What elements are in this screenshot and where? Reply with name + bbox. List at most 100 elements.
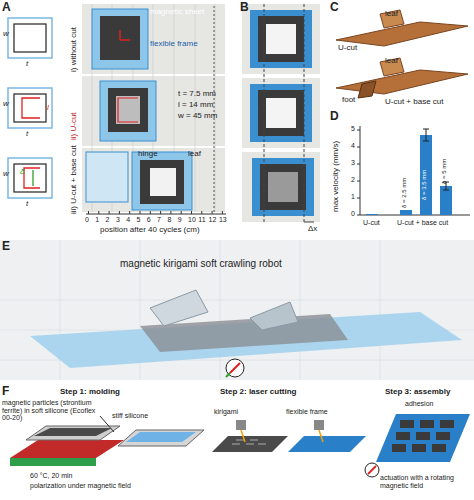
grid-lines xyxy=(0,240,474,380)
figure-label: 10 xyxy=(188,216,196,224)
figure-label: stiff silicone xyxy=(112,412,148,420)
photo-group xyxy=(82,4,226,214)
axis-arrow xyxy=(120,30,130,40)
schematic-group xyxy=(8,18,52,198)
stiff-layer xyxy=(126,432,196,442)
leaf-cutout xyxy=(150,168,176,196)
laser-beam xyxy=(319,430,323,442)
y-ticks xyxy=(357,130,360,215)
u-cut-line xyxy=(22,98,40,118)
bar xyxy=(400,210,412,215)
figure-label: t xyxy=(26,130,28,139)
photo-background xyxy=(82,76,225,146)
frame-outline xyxy=(8,158,52,198)
base-cut-line xyxy=(32,170,33,186)
figure-label: w xyxy=(3,30,9,39)
magnetic-sheet xyxy=(108,88,148,132)
panel-heading: F xyxy=(2,385,9,398)
rotating-field-icon xyxy=(226,359,244,377)
figure-label: w = 45 mm xyxy=(178,112,217,121)
magnetic-sheet xyxy=(100,16,140,60)
magnetic-layer xyxy=(34,428,112,436)
figure-label: Δx xyxy=(308,225,317,234)
y-axis xyxy=(360,126,361,215)
figure-label: δ xyxy=(20,168,24,177)
foot-sketch xyxy=(358,81,376,98)
figure-label: hinge xyxy=(138,150,158,159)
figure-label: actuation with a rotating magnetic field xyxy=(380,474,474,489)
kirigami-grid xyxy=(392,420,454,452)
sheet-outline xyxy=(14,164,46,192)
u-cut-line xyxy=(24,168,40,188)
error-bar xyxy=(423,129,429,141)
figure-label: polarization under magnetic field xyxy=(30,482,131,490)
sheet-window xyxy=(266,24,296,54)
figure-label: 8 xyxy=(167,216,171,224)
leaf-cutout xyxy=(116,96,140,124)
figure-label: 0 xyxy=(85,216,89,224)
magnetic-sheet xyxy=(260,164,306,210)
panel-heading: E xyxy=(2,240,10,253)
magnetic-sheet xyxy=(258,90,304,136)
axis-ticks xyxy=(89,211,223,214)
figure-label: t = 7.5 mm xyxy=(178,90,216,99)
figure-label: 7 xyxy=(157,216,161,224)
sheet-window xyxy=(268,172,298,202)
panel-heading: Step 1: molding xyxy=(60,388,120,397)
panel-b-photos xyxy=(242,4,320,224)
figure-label: magnetic sheet xyxy=(150,8,204,17)
bar-chart xyxy=(357,126,470,215)
bar xyxy=(366,214,378,215)
figure-label: 13 xyxy=(219,216,227,224)
figure-label: t xyxy=(26,60,28,69)
photo-background xyxy=(82,148,225,212)
bar xyxy=(420,135,432,215)
leaf-sketch xyxy=(380,58,404,76)
figure-label: i) without cut xyxy=(70,27,79,72)
figure-label: ii) U-cut xyxy=(70,112,79,140)
figure-label: 60 °C, 20 min xyxy=(30,472,73,480)
flexible-frame xyxy=(252,158,314,216)
leader-line xyxy=(100,416,114,432)
magnet-red xyxy=(10,440,124,458)
sheet-sketch xyxy=(336,22,468,46)
rotating-field-icon xyxy=(365,463,379,477)
dimension-line xyxy=(304,222,314,223)
mold-layer xyxy=(26,426,120,440)
magnetic-sheet xyxy=(258,16,304,62)
figure-label: adhesion xyxy=(405,400,433,408)
panel-heading: Step 2: laser cutting xyxy=(220,388,296,397)
panel-heading: Step 3: assembly xyxy=(385,388,450,397)
flexible-frame xyxy=(92,9,148,69)
figure-label: 1 xyxy=(351,193,355,201)
magnet-arrow xyxy=(226,373,230,377)
figure-label: 11 xyxy=(198,216,205,224)
figure-label: 2 xyxy=(106,216,110,224)
figure-label: l xyxy=(47,104,49,113)
mold-layer xyxy=(118,430,204,446)
magnetic-sheet xyxy=(140,160,184,204)
flexible-frame xyxy=(100,81,156,141)
raised-leaf xyxy=(150,290,208,326)
figure-label: δ = 5 mm xyxy=(441,159,448,184)
figure-label: 9 xyxy=(178,216,182,224)
figure-label: U-cut xyxy=(338,44,357,53)
sheet-outline xyxy=(14,24,46,52)
figure-label: w xyxy=(3,170,9,179)
photo-background xyxy=(242,4,320,74)
magnet-arrow xyxy=(368,466,376,474)
photo-background xyxy=(82,4,225,74)
figure-label: leaf xyxy=(385,10,398,19)
flexible-frame xyxy=(250,84,312,142)
figure-label: position after 40 cycles (cm) xyxy=(100,226,200,235)
figure-label: 4 xyxy=(126,216,130,224)
figure-label: t xyxy=(26,200,28,209)
figure-label: magnetic kirigami soft crawling robot xyxy=(120,258,282,269)
photo-background xyxy=(0,240,474,380)
flexible-frame xyxy=(30,312,462,368)
panel-heading: A xyxy=(2,1,11,14)
u-cut-line xyxy=(118,98,138,122)
frame-outline xyxy=(8,88,52,128)
